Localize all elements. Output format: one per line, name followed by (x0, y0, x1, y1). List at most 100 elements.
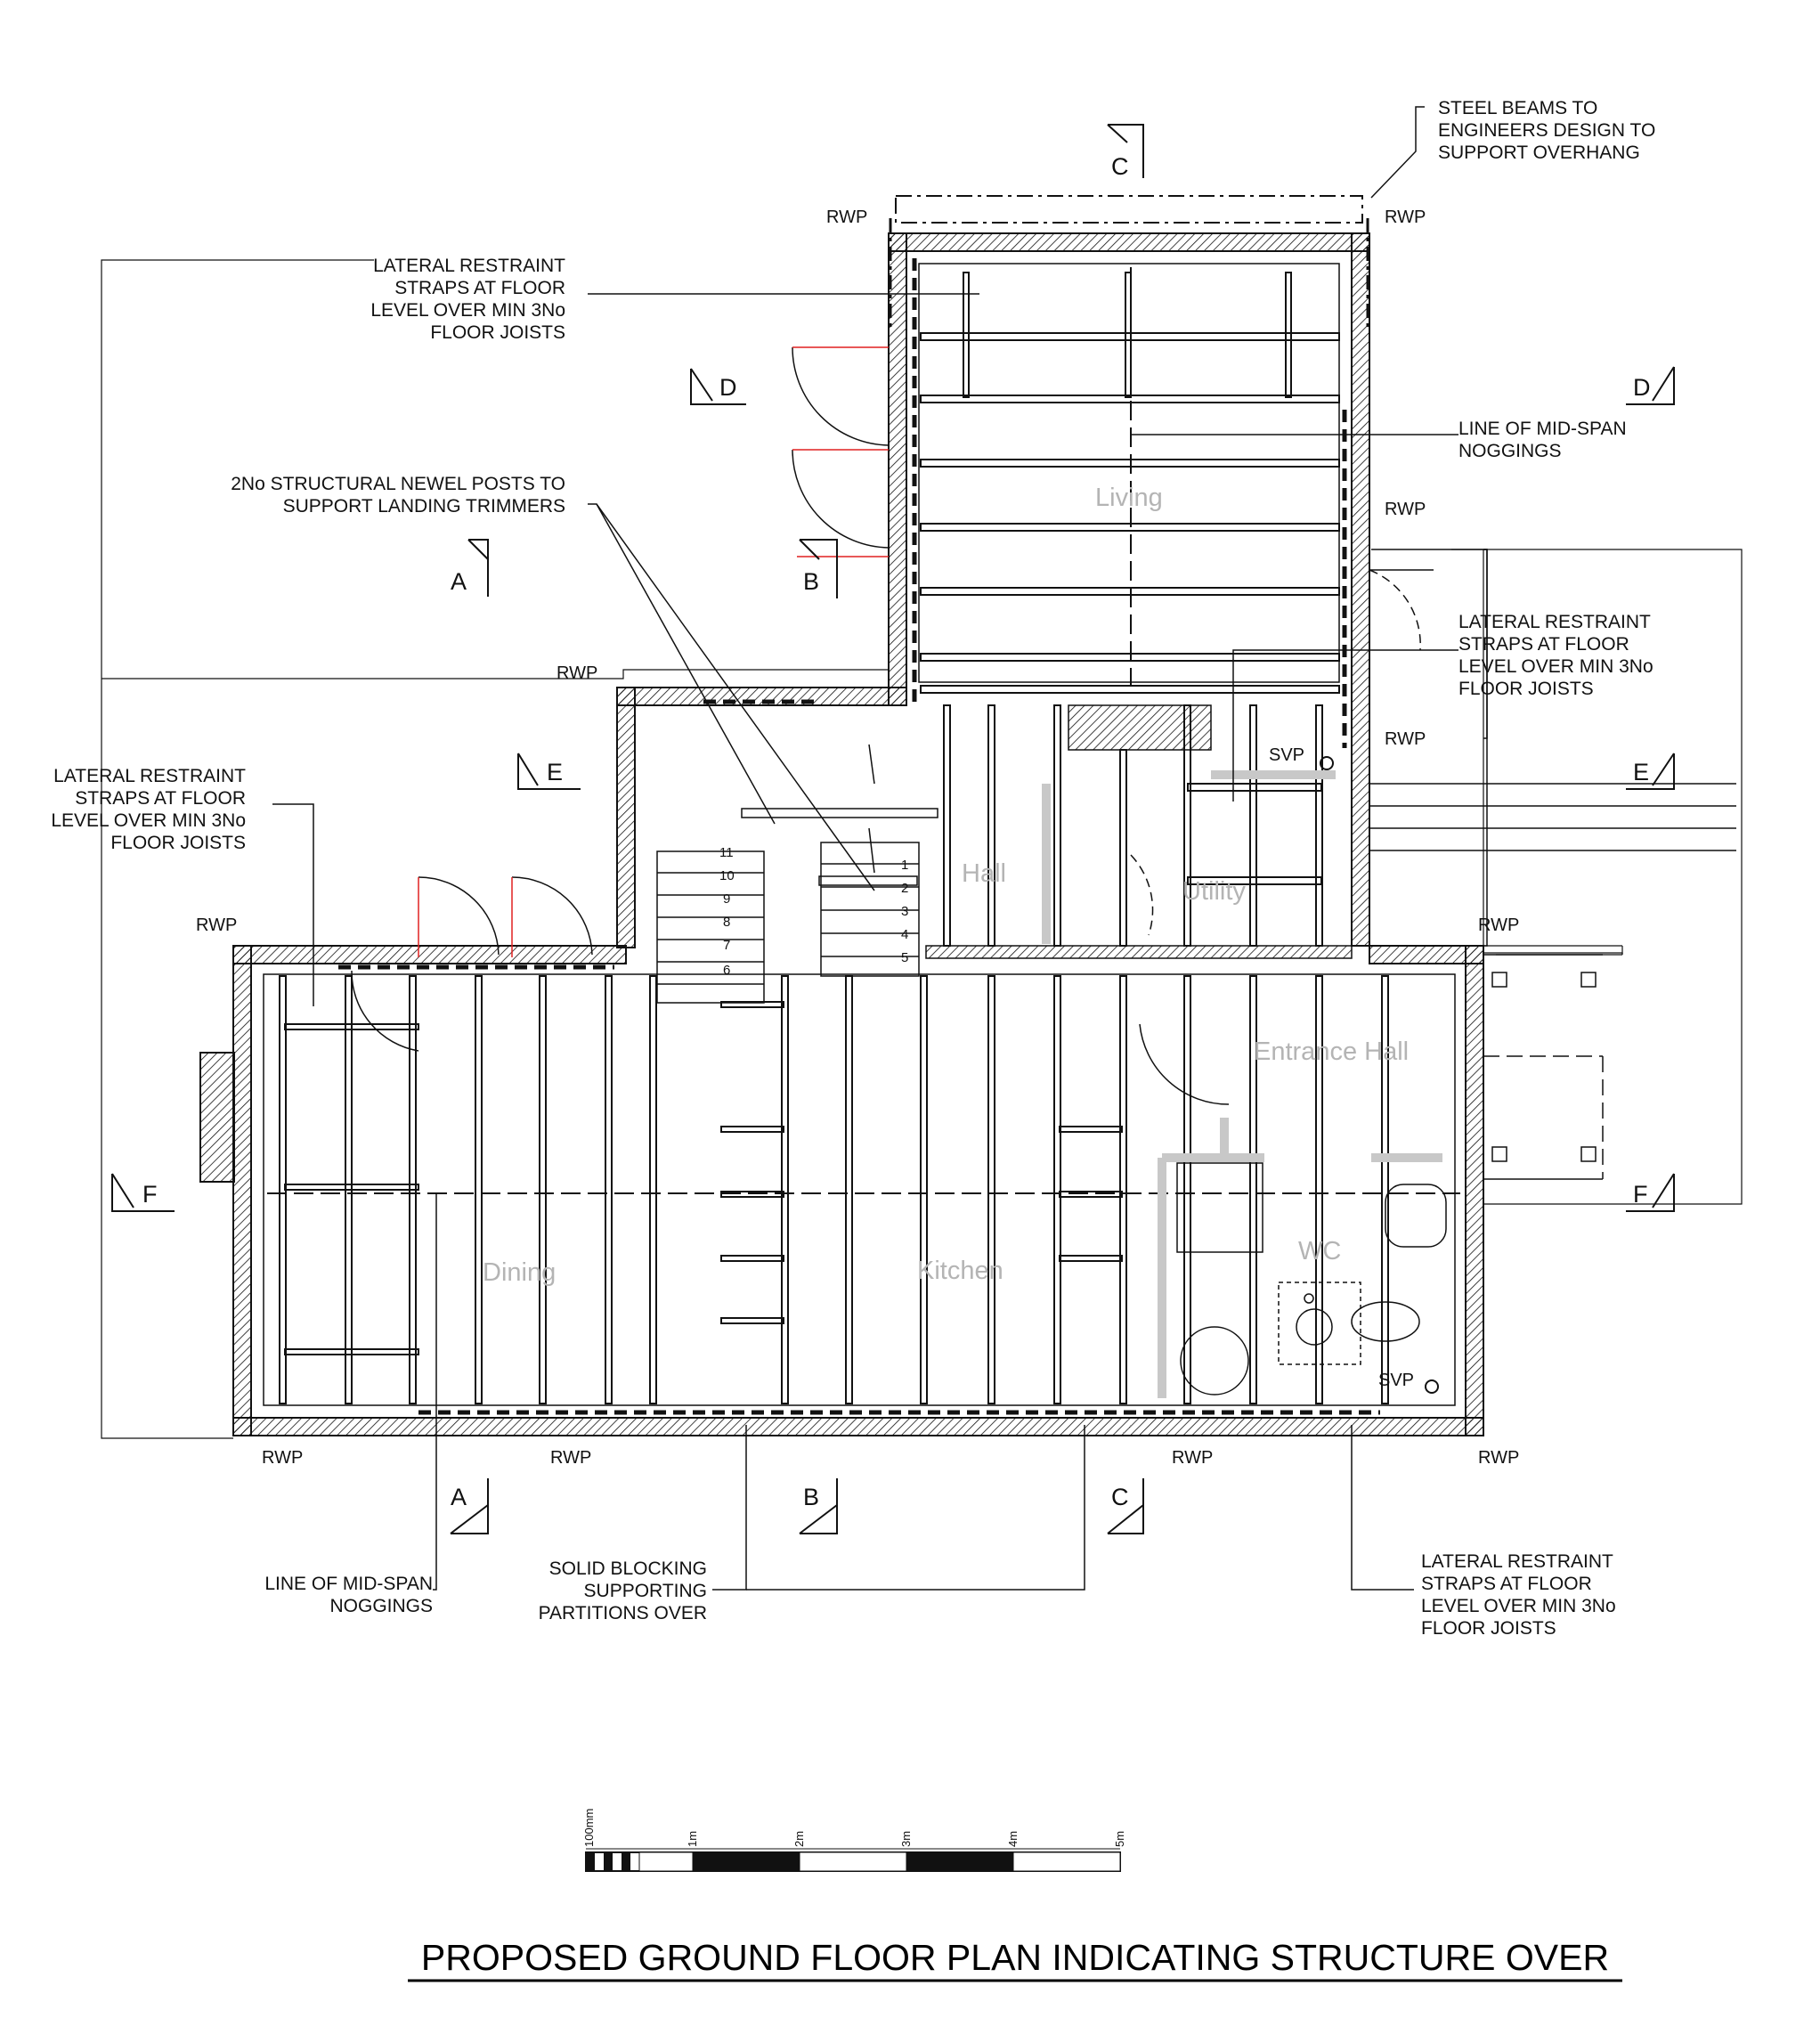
room-living: Living (1095, 484, 1163, 512)
svg-text:F: F (142, 1181, 158, 1208)
room-utility: Utility (1182, 877, 1246, 906)
svg-text:RWP: RWP (557, 663, 597, 683)
svg-text:5m: 5m (1113, 1831, 1126, 1847)
svg-text:NOGGINGS: NOGGINGS (329, 1596, 433, 1616)
stair-numbers: 11 10 9 8 7 6 1 2 3 4 5 (719, 845, 908, 978)
svg-text:STRAPS AT FLOOR: STRAPS AT FLOOR (75, 788, 246, 809)
room-kitchen: Kitchen (917, 1257, 1003, 1285)
svg-text:RWP: RWP (1385, 500, 1426, 519)
leader-lines (272, 106, 1458, 1591)
svg-text:B: B (803, 1484, 819, 1510)
svg-text:C: C (1111, 153, 1129, 180)
svg-text:RWP: RWP (826, 207, 867, 227)
steel-beams (889, 195, 1369, 330)
svg-text:LEVEL OVER MIN 3No: LEVEL OVER MIN 3No (51, 810, 246, 831)
svg-text:9: 9 (723, 891, 730, 907)
svg-text:RWP: RWP (1478, 915, 1519, 935)
svg-text:LEVEL OVER MIN 3No: LEVEL OVER MIN 3No (370, 300, 565, 321)
svg-text:FLOOR JOISTS: FLOOR JOISTS (430, 322, 565, 343)
main-joists (267, 975, 1460, 1404)
restraint-strap-lines (338, 258, 1380, 1415)
svg-text:10: 10 (719, 868, 735, 883)
svg-text:LEVEL OVER MIN 3No: LEVEL OVER MIN 3No (1421, 1596, 1616, 1616)
door-swings (351, 346, 1434, 1105)
svg-text:LINE OF MID-SPAN: LINE OF MID-SPAN (264, 1574, 433, 1594)
room-dining: Dining (483, 1258, 556, 1287)
svg-text:LATERAL RESTRAINT: LATERAL RESTRAINT (53, 766, 246, 786)
svg-text:RWP: RWP (262, 1448, 303, 1468)
note-restraint-bottom: LATERAL RESTRAINT STRAPS AT FLOOR LEVEL … (1421, 1551, 1616, 1639)
svg-text:100mm: 100mm (582, 1809, 596, 1847)
scale-bar: 100mm 1m 2m 3m 4m 5m (582, 1809, 1126, 1872)
svg-text:SUPPORT OVERHANG: SUPPORT OVERHANG (1438, 142, 1640, 163)
svg-text:STEEL BEAMS TO: STEEL BEAMS TO (1438, 98, 1597, 118)
boundary-lines (101, 259, 1623, 1439)
svg-text:NOGGINGS: NOGGINGS (1458, 441, 1562, 461)
svg-text:LATERAL RESTRAINT: LATERAL RESTRAINT (1458, 612, 1651, 632)
svg-text:SOLID BLOCKING: SOLID BLOCKING (549, 1558, 707, 1579)
svg-text:LEVEL OVER MIN 3No: LEVEL OVER MIN 3No (1458, 656, 1653, 677)
note-steel-beams: STEEL BEAMS TO ENGINEERS DESIGN TO SUPPO… (1438, 98, 1655, 163)
svg-text:F: F (1633, 1181, 1648, 1208)
room-hall: Hall (962, 859, 1006, 888)
svg-text:2: 2 (901, 881, 908, 896)
svg-text:RWP: RWP (1478, 1448, 1519, 1468)
note-mid-span-right: LINE OF MID-SPAN NOGGINGS (1458, 419, 1627, 461)
svg-text:RWP: RWP (1385, 207, 1426, 227)
svg-text:SUPPORTING: SUPPORTING (584, 1581, 707, 1601)
svg-text:ENGINEERS DESIGN TO: ENGINEERS DESIGN TO (1438, 120, 1655, 141)
svg-text:PROPOSED GROUND FLOOR PLAN IND: PROPOSED GROUND FLOOR PLAN INDICATING ST… (421, 1937, 1609, 1978)
svg-text:B: B (803, 568, 819, 595)
svg-text:RWP: RWP (1385, 729, 1426, 749)
svg-text:STRAPS AT FLOOR: STRAPS AT FLOOR (394, 278, 565, 298)
note-newel-posts: 2No STRUCTURAL NEWEL POSTS TO SUPPORT LA… (231, 474, 565, 517)
svg-text:1: 1 (901, 858, 908, 873)
room-labels: Living Hall Utility Entrance Hall Dining… (483, 484, 1409, 1287)
svg-text:A: A (451, 568, 467, 595)
drawing-title: PROPOSED GROUND FLOOR PLAN INDICATING ST… (408, 1937, 1622, 1982)
svg-text:SUPPORT LANDING TRIMMERS: SUPPORT LANDING TRIMMERS (283, 496, 565, 517)
site-boundary-right (1483, 549, 1743, 1205)
svg-text:D: D (1633, 374, 1651, 401)
svg-text:7: 7 (723, 938, 730, 953)
svg-text:LATERAL RESTRAINT: LATERAL RESTRAINT (373, 256, 565, 276)
svg-text:C: C (1111, 1484, 1129, 1510)
svg-text:3: 3 (901, 904, 908, 919)
living-joists (920, 267, 1340, 694)
svg-text:STRAPS AT FLOOR: STRAPS AT FLOOR (1458, 634, 1629, 655)
svg-text:FLOOR JOISTS: FLOOR JOISTS (110, 833, 246, 853)
note-restraint-left: LATERAL RESTRAINT STRAPS AT FLOOR LEVEL … (51, 766, 246, 853)
svg-text:LINE OF MID-SPAN: LINE OF MID-SPAN (1458, 419, 1627, 439)
section-letters: A B C D D E E F F A B C (142, 153, 1651, 1510)
svg-text:2No STRUCTURAL NEWEL POSTS TO: 2No STRUCTURAL NEWEL POSTS TO (231, 474, 565, 494)
svg-text:2m: 2m (792, 1831, 806, 1847)
svg-text:RWP: RWP (196, 915, 237, 935)
svg-text:SVP: SVP (1378, 1371, 1414, 1390)
svg-text:5: 5 (901, 950, 908, 965)
svg-text:A: A (451, 1484, 467, 1510)
svg-text:LATERAL RESTRAINT: LATERAL RESTRAINT (1421, 1551, 1613, 1572)
svg-text:E: E (1633, 759, 1649, 785)
note-restraint-top: LATERAL RESTRAINT STRAPS AT FLOOR LEVEL … (370, 256, 565, 343)
wc-fixtures (1176, 1162, 1447, 1396)
svg-text:11: 11 (719, 845, 734, 860)
svg-text:8: 8 (723, 915, 730, 930)
note-mid-span-bottom: LINE OF MID-SPAN NOGGINGS (264, 1574, 433, 1616)
partitions-over (1042, 770, 1442, 1398)
external-walls (199, 232, 1484, 1436)
note-solid-blocking: SOLID BLOCKING SUPPORTING PARTITIONS OVE… (539, 1558, 707, 1623)
svg-text:PARTITIONS OVER: PARTITIONS OVER (539, 1603, 707, 1623)
section-markers (111, 124, 1675, 1534)
svg-text:E: E (547, 759, 563, 785)
svg-text:3m: 3m (899, 1831, 913, 1847)
svg-text:FLOOR JOISTS: FLOOR JOISTS (1421, 1618, 1556, 1639)
rwp-tags: RWP RWP RWP RWP RWP RWP RWP RWP RWP RWP … (196, 207, 1519, 1468)
svg-text:RWP: RWP (1172, 1448, 1213, 1468)
svg-text:FLOOR JOISTS: FLOOR JOISTS (1458, 679, 1594, 699)
svg-text:STRAPS AT FLOOR: STRAPS AT FLOOR (1421, 1574, 1592, 1594)
svg-text:D: D (719, 374, 737, 401)
svp-pipes (1320, 756, 1439, 1394)
note-restraint-right: LATERAL RESTRAINT STRAPS AT FLOOR LEVEL … (1458, 612, 1653, 699)
room-entrance-hall: Entrance Hall (1254, 1037, 1409, 1066)
